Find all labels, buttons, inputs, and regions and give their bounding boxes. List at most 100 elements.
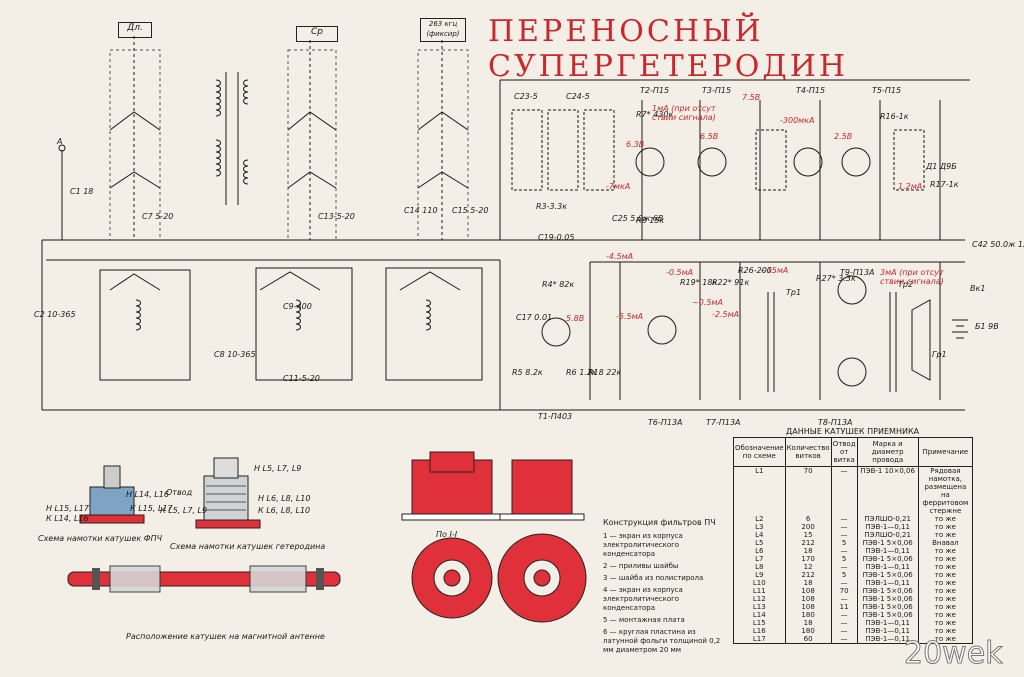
table-cell: 70 bbox=[784, 466, 832, 515]
table-cell: 108 bbox=[784, 603, 832, 611]
annotation-current-4: -7мкА bbox=[606, 182, 631, 191]
table-cell: Рядовая намотка, размещена на ферритовом… bbox=[917, 466, 974, 515]
table-cell: ПЭВ-1 5×0,06 bbox=[856, 611, 919, 619]
annotation-current-6: 3мА (при отсут ствии сигнала) bbox=[880, 268, 944, 286]
antenna-terminal-label: А bbox=[57, 137, 63, 146]
filter-legend-item: 6 — круглая пластина из латунной фольги … bbox=[603, 628, 721, 654]
coil-table-title: ДАННЫЕ КАТУШЕК ПРИЕМНИКА bbox=[786, 427, 920, 436]
table-cell: ПЭВ-1—0,11 bbox=[856, 627, 919, 635]
table-cell: L14 bbox=[733, 611, 786, 619]
filter-legend-item: 3 — шайба из полистирола bbox=[603, 574, 704, 582]
table-cell: ПЭВ-1 5×0,06 bbox=[856, 555, 919, 563]
table-cell: 12 bbox=[784, 563, 832, 571]
label-c15: С15 5-20 bbox=[452, 206, 489, 215]
label-r16: R16-1к bbox=[880, 112, 909, 121]
table-cell: то же bbox=[917, 595, 974, 603]
table-cell: 15 bbox=[784, 531, 832, 539]
table-cell: — bbox=[830, 563, 858, 571]
table-cell: L17 bbox=[733, 635, 786, 644]
table-cell: L3 bbox=[733, 523, 786, 531]
table-cell: ПЭВ-1 5×0,06 bbox=[856, 603, 919, 611]
table-cell: то же bbox=[917, 587, 974, 595]
table-cell: L6 bbox=[733, 547, 786, 555]
table-cell: 170 bbox=[784, 555, 832, 563]
watermark: 20wek bbox=[904, 636, 1004, 672]
table-cell: L8 bbox=[733, 563, 786, 571]
coil-data-table: Обозначение по схеме Количество витков О… bbox=[733, 437, 974, 644]
table-cell: 212 bbox=[784, 539, 832, 547]
label-tr1: Тр1 bbox=[786, 288, 802, 297]
table-cell: то же bbox=[917, 515, 974, 523]
table-cell: L13 bbox=[733, 603, 786, 611]
table-cell: — bbox=[830, 531, 858, 539]
table-cell: ПЭВ-1—0,11 bbox=[856, 579, 919, 587]
table-cell: ПЭВ-1 10×0,06 bbox=[856, 466, 919, 515]
annotation-current-8: -5.5мА bbox=[616, 312, 644, 321]
filter-legend-item: 1 — экран из корпуса электролитического … bbox=[603, 532, 683, 558]
table-cell: то же bbox=[917, 563, 974, 571]
filter-legend-item: 5 — монтажная плата bbox=[603, 616, 685, 624]
coil-table-header: Отвод от витка bbox=[830, 437, 858, 467]
label-t1: Т1-П403 bbox=[538, 412, 573, 421]
het-winding-label-1: Н L5, L7, L9 bbox=[254, 464, 302, 473]
band-box-medium: Ср bbox=[296, 26, 338, 42]
table-cell: L2 bbox=[733, 515, 786, 523]
coil-table-header: Марка и диаметр провода bbox=[856, 437, 919, 467]
label-c19: С19-0.05 bbox=[538, 233, 575, 242]
fpch-winding-label-4: К L15, L17 bbox=[130, 504, 173, 513]
annotation-current-10: ~0.5мА bbox=[692, 298, 723, 307]
label-c23: С23-5 bbox=[514, 92, 538, 101]
table-cell: L16 bbox=[733, 627, 786, 635]
table-cell: L10 bbox=[733, 579, 786, 587]
table-cell: ПЭВ-1—0,11 bbox=[856, 563, 919, 571]
annotation-voltage-1: 6.3В bbox=[626, 140, 645, 149]
table-cell: — bbox=[830, 635, 858, 644]
band-box-fixed: 263 кгц (фиксир) bbox=[420, 18, 466, 42]
annotation-current-3: 1.2мА bbox=[898, 182, 923, 191]
caption-fpch-winding: Схема намотки катушек ФПЧ bbox=[38, 534, 163, 543]
table-cell: — bbox=[830, 627, 858, 635]
annotation-current-9: -2.5мА bbox=[712, 310, 740, 319]
label-speaker: Гр1 bbox=[932, 350, 947, 359]
label-r26: R26-200 bbox=[738, 266, 772, 275]
table-cell: ПЭВ-1 5×0,06 bbox=[856, 595, 919, 603]
label-r6: R6 1.2к bbox=[566, 368, 597, 377]
table-cell: ПЭВ-1 5×0,06 bbox=[856, 587, 919, 595]
annotation-current-7: -0.5мА bbox=[666, 268, 694, 277]
table-cell: ПЭВ-1 5×0,06 bbox=[856, 539, 919, 547]
table-cell: — bbox=[830, 515, 858, 523]
het-winding-label-3: К L5, L7, L9 bbox=[160, 506, 208, 515]
table-cell: 5 bbox=[830, 555, 858, 563]
label-c9: С9-400 bbox=[283, 302, 312, 311]
label-t4: Т4-П15 bbox=[796, 86, 826, 95]
table-cell: то же bbox=[917, 603, 974, 611]
label-r4: R4* 82к bbox=[542, 280, 575, 289]
fpch-winding-label-3: Н L15, L17 bbox=[46, 504, 89, 513]
table-cell: 18 bbox=[784, 579, 832, 587]
page-title: ПЕРЕНОСНЫЙ СУПЕРГЕТЕРОДИН bbox=[488, 14, 849, 84]
table-cell: ПЭВ-1—0,11 bbox=[856, 523, 919, 531]
label-power-switch: Вк1 bbox=[970, 284, 986, 293]
annotation-current-1: 1мА (при отсут ствии сигнала) bbox=[652, 104, 716, 122]
table-cell: то же bbox=[917, 579, 974, 587]
filter-legend-heading: Конструкция фильтров ПЧ bbox=[603, 518, 716, 527]
table-cell: 108 bbox=[784, 587, 832, 595]
label-tr2: Тр2 bbox=[898, 280, 914, 289]
label-t9: Т9-П13А bbox=[840, 268, 875, 277]
fpch-winding-label-2: К L14, L16 bbox=[46, 514, 89, 523]
table-cell: 11 bbox=[830, 603, 858, 611]
table-cell: L4 bbox=[733, 531, 786, 539]
table-cell: 108 bbox=[784, 595, 832, 603]
